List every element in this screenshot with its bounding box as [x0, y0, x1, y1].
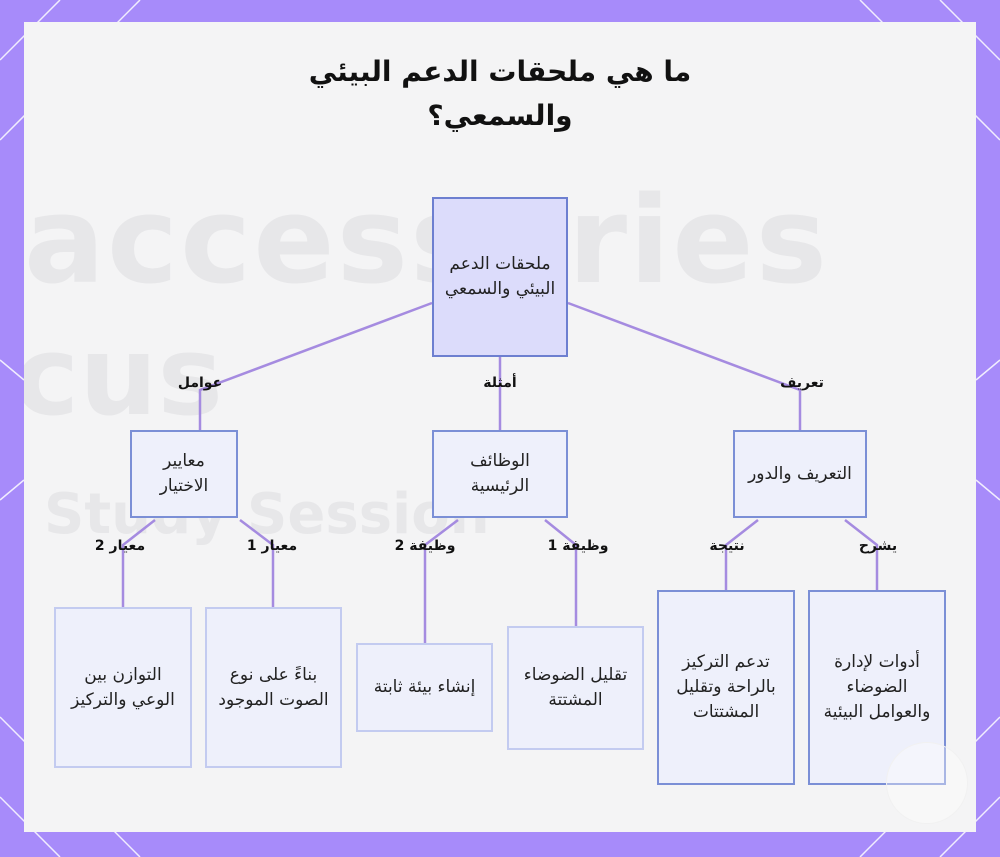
node-functions: الوظائف الرئيسية	[432, 430, 568, 518]
edge-factors-sound	[240, 520, 273, 607]
edge-label-explains: يشرح	[859, 538, 897, 554]
edge-definition-support	[726, 520, 758, 590]
edge-label-definition: تعريف	[780, 375, 824, 391]
edge-label-factors: عوامل	[178, 375, 222, 391]
edge-root-factors	[200, 303, 432, 430]
edge-label-function2: وظيفة 2	[395, 538, 456, 554]
node-reduce-noise: تقليل الضوضاء المشتتة	[507, 626, 644, 750]
node-stable-env: إنشاء بيئة ثابتة	[356, 643, 493, 732]
edge-root-definition	[568, 303, 800, 430]
edge-label-examples: أمثلة	[483, 375, 516, 391]
node-support-focus: تدعم التركيز بالراحة وتقليل المشتتات	[657, 590, 795, 785]
node-factors: معايير الاختيار	[130, 430, 238, 518]
node-sound-type: بناءً على نوع الصوت الموجود	[205, 607, 342, 768]
edge-functions-reduce	[545, 520, 576, 626]
node-definition: التعريف والدور	[733, 430, 867, 518]
edge-label-criterion1: معيار 1	[247, 538, 297, 554]
edge-definition-tools	[845, 520, 877, 590]
node-root: ملحقات الدعم البيئي والسمعي	[432, 197, 568, 357]
edge-label-result: نتيجة	[709, 538, 744, 554]
logo-icon	[886, 742, 968, 824]
node-balance: التوازن بين الوعي والتركيز	[54, 607, 192, 768]
edge-factors-balance	[123, 520, 155, 607]
edge-label-criterion2: معيار 2	[95, 538, 145, 554]
edge-label-function1: وظيفة 1	[548, 538, 609, 554]
